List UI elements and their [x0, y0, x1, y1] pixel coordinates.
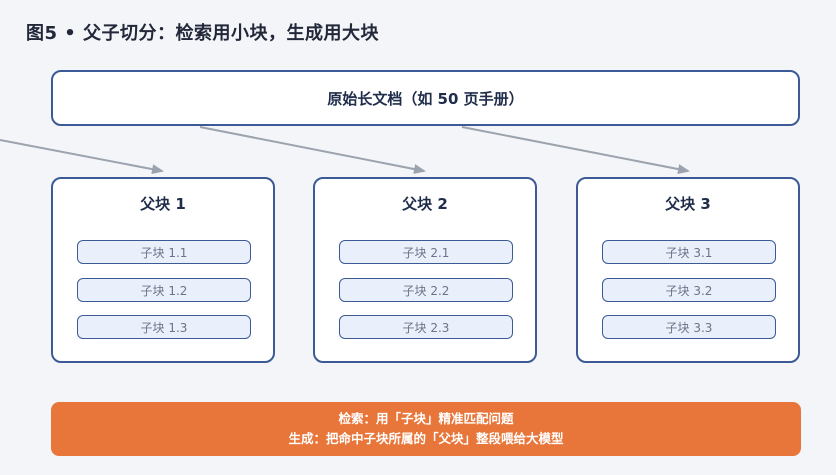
child-chunk: 子块 1.2 — [77, 278, 251, 302]
arrow-to-parent-1 — [0, 139, 164, 175]
figure-title: 图5 • 父子切分：检索用小块，生成用大块 — [26, 23, 380, 44]
child-chunk: 子块 2.2 — [339, 278, 513, 302]
generation-note: 生成：把命中子块所属的「父块」整段喂给大模型 — [288, 431, 564, 446]
child-chunk: 子块 2.1 — [339, 240, 513, 264]
retrieval-note: 检索：用「子块」精准匹配问题 — [338, 411, 514, 426]
parent-chunk-1: 父块 1 子块 1.1 子块 1.2 子块 1.3 — [51, 177, 275, 363]
parent-chunk-label: 父块 2 — [402, 195, 448, 213]
child-chunk: 子块 3.2 — [602, 278, 776, 302]
arrow-to-parent-3 — [461, 126, 690, 174]
source-document-label: 原始长文档（如 50 页手册） — [327, 89, 524, 108]
child-chunk: 子块 3.1 — [602, 240, 776, 264]
source-document-box: 原始长文档（如 50 页手册） — [51, 70, 800, 126]
child-chunk: 子块 1.1 — [77, 240, 251, 264]
child-chunk: 子块 2.3 — [339, 315, 513, 339]
parent-chunk-2: 父块 2 子块 2.1 子块 2.2 子块 2.3 — [313, 177, 537, 363]
arrow-to-parent-2 — [199, 126, 426, 174]
parent-chunk-3: 父块 3 子块 3.1 子块 3.2 子块 3.3 — [576, 177, 800, 363]
child-chunk: 子块 3.3 — [602, 315, 776, 339]
parent-chunk-label: 父块 1 — [140, 195, 186, 213]
parent-chunk-label: 父块 3 — [665, 195, 711, 213]
child-chunk: 子块 1.3 — [77, 315, 251, 339]
strategy-summary-bar: 检索：用「子块」精准匹配问题 生成：把命中子块所属的「父块」整段喂给大模型 — [51, 402, 801, 456]
